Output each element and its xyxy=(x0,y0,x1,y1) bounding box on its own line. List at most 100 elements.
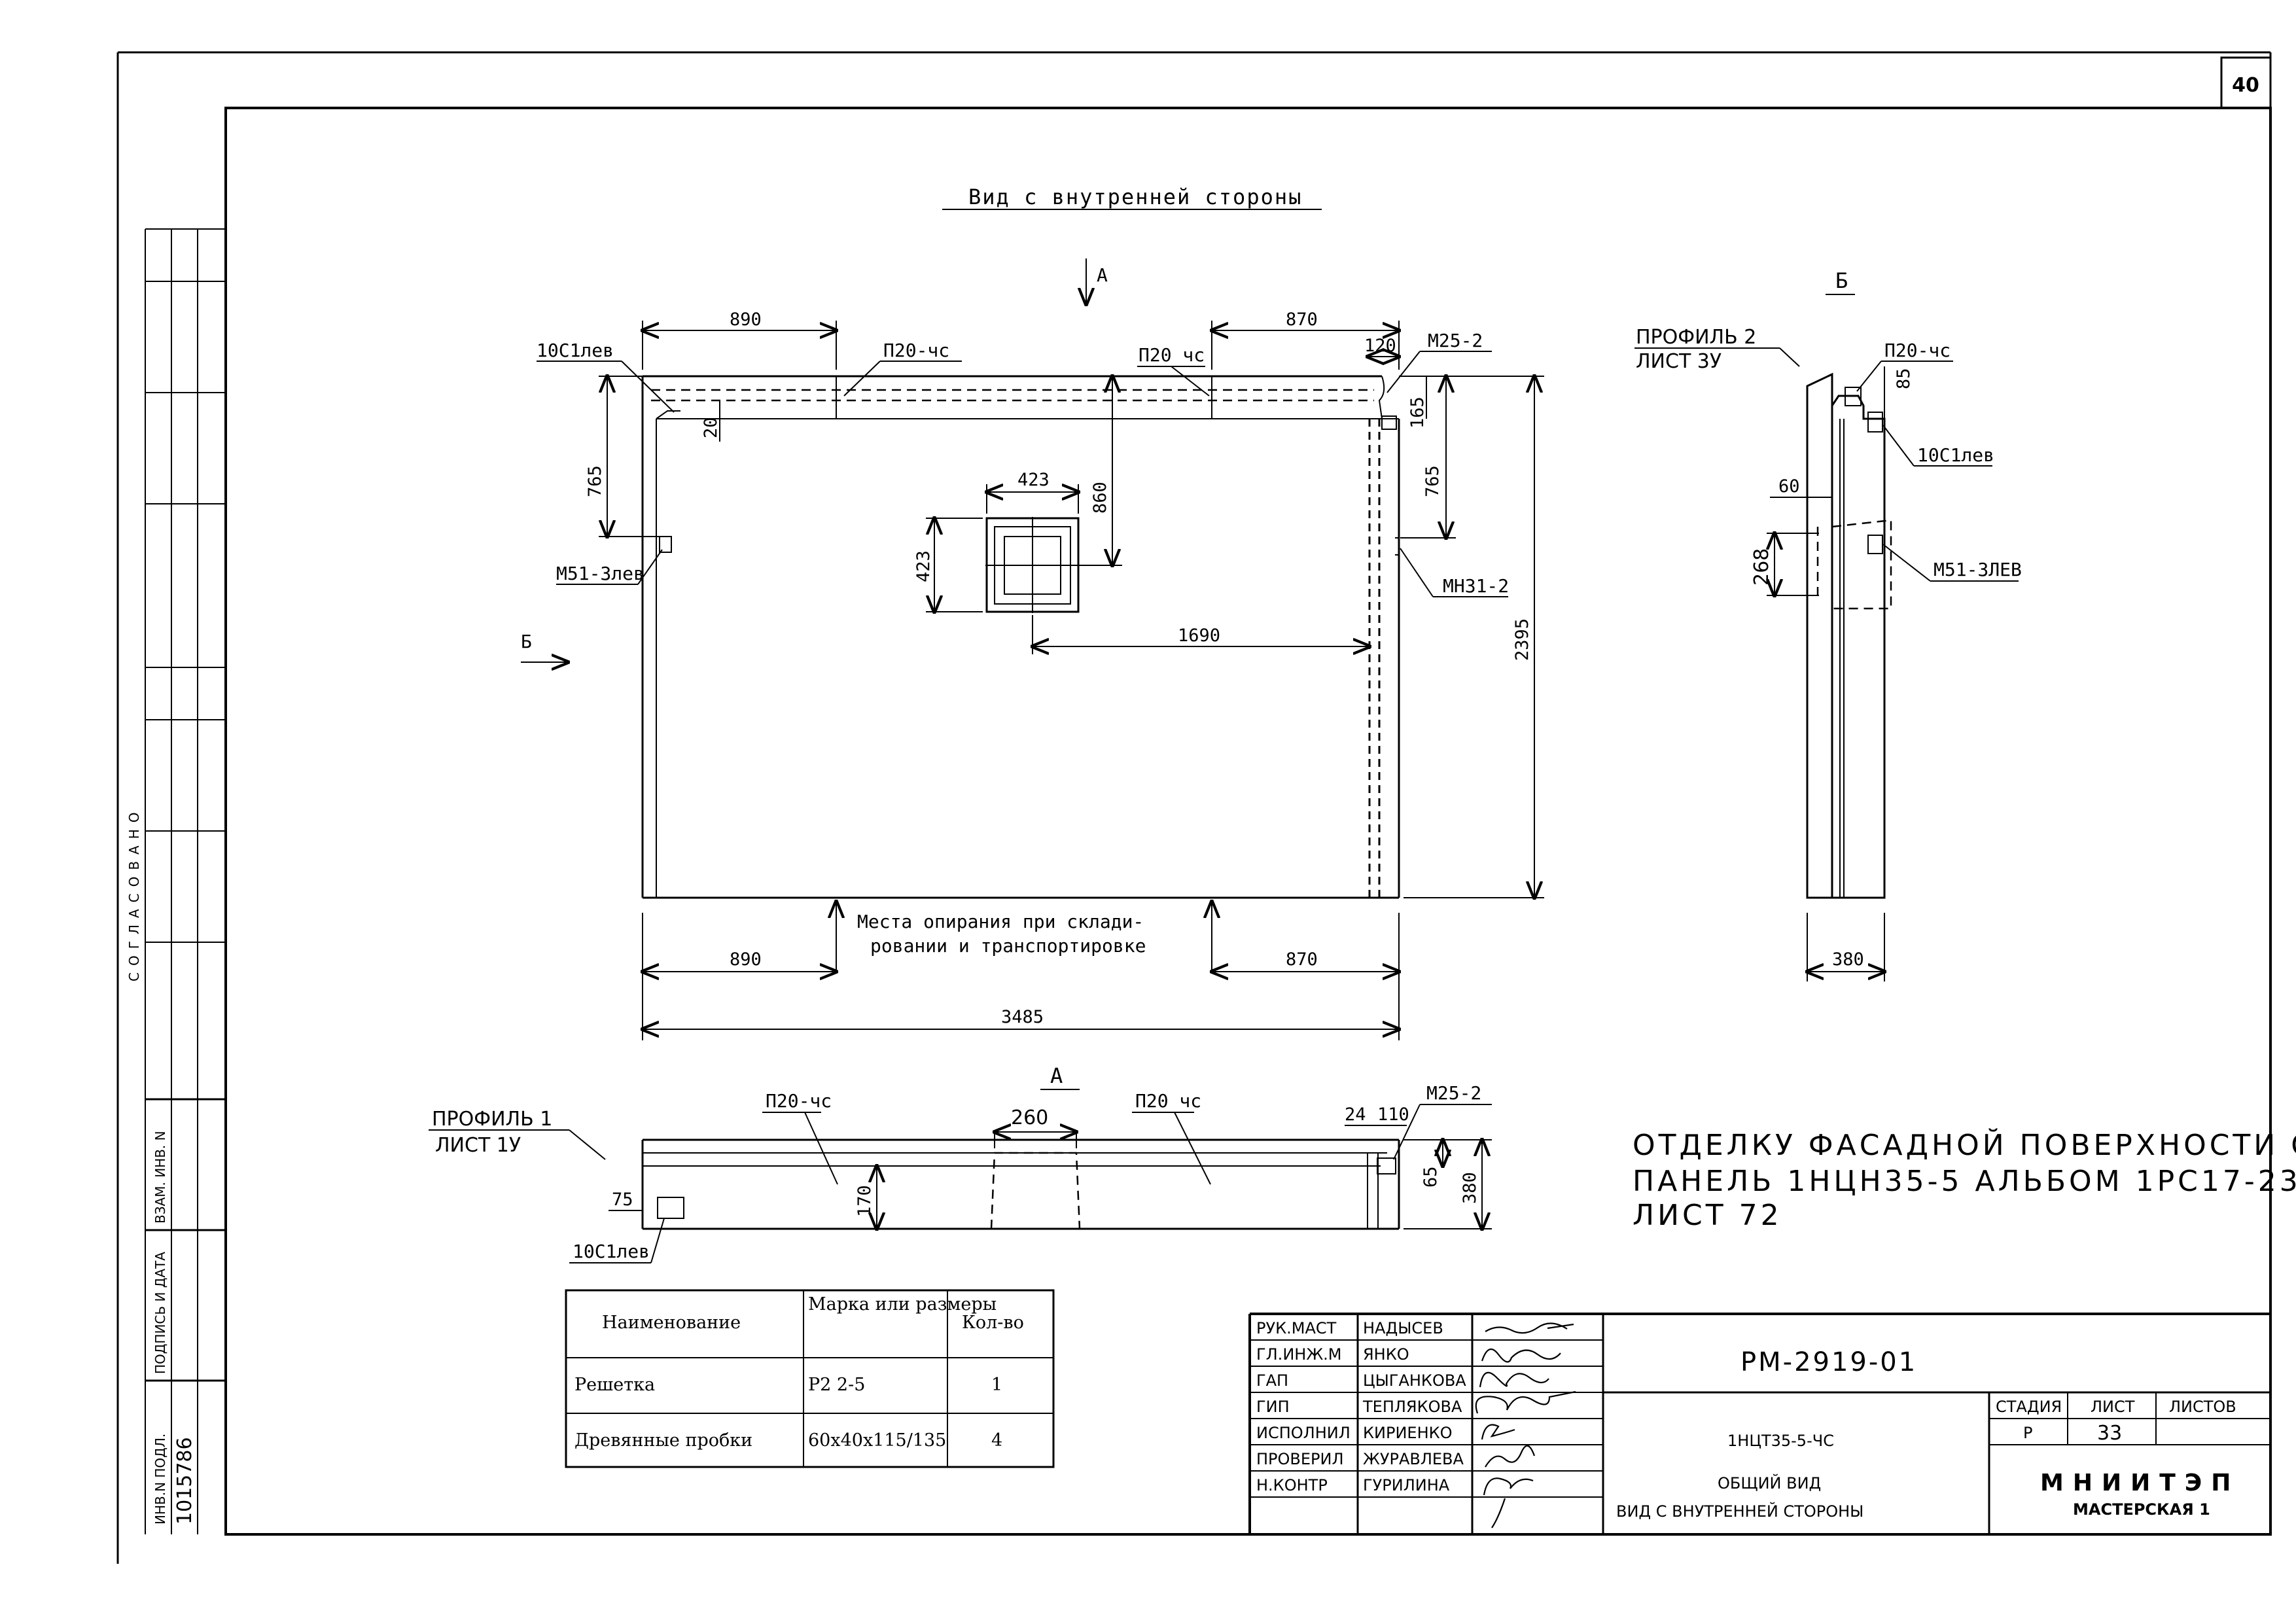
dim-v-765-right: 765 xyxy=(1422,465,1443,497)
label-top-mid-left: П20-чс xyxy=(883,340,949,361)
dim-height-2395: 2395 xyxy=(1512,618,1532,661)
staff-role-5: ИСПОЛНИЛ xyxy=(1256,1424,1351,1442)
spec-table: Наименование Марка или размеры Кол-во Ре… xyxy=(565,1289,1055,1468)
outer-frame xyxy=(116,51,2272,1564)
right-embed-plate xyxy=(1395,537,1400,556)
panel-outline xyxy=(641,375,1400,899)
staff-name-5: КИРИЕНКО xyxy=(1363,1424,1453,1442)
spec-row-2-name: Древянные пробки xyxy=(574,1430,752,1451)
sheet-number-corner: 40 xyxy=(2232,74,2259,97)
profile-dim-268: 268 xyxy=(1750,548,1773,586)
workshop: МАСТЕРСКАЯ 1 xyxy=(2073,1500,2210,1519)
dim-bottom-right: 870 xyxy=(1286,949,1318,970)
signatures xyxy=(1475,1322,1576,1528)
sheet-title-line2: ВИД С ВНУТРЕННЕЙ СТОРОНЫ xyxy=(1616,1502,1863,1521)
spec-row-1-qty: 1 xyxy=(991,1375,1002,1395)
section-a-view: А ПРОФИЛЬ 1 ЛИСТ 1У П20-чс П20 чс 260 24 xyxy=(429,1063,1492,1263)
inv-number: 1015786 xyxy=(173,1437,196,1525)
spec-header-name: Наименование xyxy=(602,1313,741,1333)
dim-v-765-left: 765 xyxy=(585,465,605,497)
section-a-ref-line2: ЛИСТ 1У xyxy=(435,1134,521,1157)
section-a-dim-24: 24 xyxy=(1345,1104,1366,1125)
profile-dim-top: 85 xyxy=(1894,368,1914,389)
spec-row-1-name: Решетка xyxy=(574,1375,655,1395)
inv-replace-label: ВЗАМ. ИНВ. N xyxy=(152,1131,168,1224)
document-code: РМ-2919-01 xyxy=(1740,1347,1917,1377)
section-a-dim-110: 110 xyxy=(1377,1104,1409,1125)
section-a-ref-line1: ПРОФИЛЬ 1 xyxy=(432,1108,552,1131)
sheet-number-box: 40 xyxy=(2220,56,2272,109)
profile-ref-line1: ПРОФИЛЬ 2 xyxy=(1636,326,1756,349)
inv-orig-label: ИНВ.N ПОДЛ. xyxy=(152,1434,168,1525)
staff-name-2: ЯНКО xyxy=(1363,1345,1409,1364)
organization: МНИИТЭП xyxy=(2040,1470,2240,1496)
label-left-embed: М51-3лев xyxy=(556,563,645,584)
title-block: РУК.МАСТ НАДЫСЕВ ГЛ.ИНЖ.М ЯНКО ГАП ЦЫГАН… xyxy=(1248,1313,2270,1534)
spec-row-1-mark: Р2 2-5 xyxy=(808,1375,865,1395)
dim-v-165: 165 xyxy=(1407,397,1428,429)
section-b-marker: Б xyxy=(521,631,532,652)
section-a-marker: А xyxy=(1097,264,1108,286)
sign-date-label: ПОДПИСЬ И ДАТА xyxy=(152,1252,168,1374)
staff-name-3: ЦЫГАНКОВА xyxy=(1363,1371,1466,1390)
spec-header-mark: Марка или размеры xyxy=(808,1294,997,1315)
staff-role-7: Н.КОНТР xyxy=(1256,1476,1328,1494)
label-corner-left: 10С1лев xyxy=(537,340,614,361)
staff-name-1: НАДЫСЕВ xyxy=(1363,1319,1443,1337)
staff-name-4: ТЕПЛЯКОВА xyxy=(1362,1398,1462,1416)
sheet-header: ЛИСТ xyxy=(2091,1398,2135,1416)
section-a-label-right: П20 чс xyxy=(1135,1090,1201,1112)
dim-hole-1690: 1690 xyxy=(1178,626,1220,646)
left-embed-plate xyxy=(659,536,672,553)
section-a-label-left: П20-чс xyxy=(766,1090,832,1112)
section-a-label-corner: М25-2 xyxy=(1426,1082,1481,1104)
profile-label-10c1: 10С1лев xyxy=(1917,444,1994,466)
section-a-dim-75: 75 xyxy=(612,1190,633,1210)
dim-hole-860: 860 xyxy=(1090,482,1110,514)
staff-role-1: РУК.МАСТ xyxy=(1256,1319,1337,1337)
approved-label: СОГЛАСОВАНО xyxy=(126,805,142,981)
stage-value: Р xyxy=(2023,1424,2032,1442)
support-note-line1: Места опирания при склади- xyxy=(857,911,1144,932)
stage-header: СТАДИЯ xyxy=(1996,1398,2062,1416)
profile-label-m51: М51-3ЛЕВ xyxy=(1934,559,2022,580)
profile-section-title: Б xyxy=(1835,268,1848,293)
dim-top-left: 890 xyxy=(730,309,762,330)
staff-name-6: ЖУРАВЛЕВА xyxy=(1363,1450,1464,1468)
dim-top-right: 870 xyxy=(1286,309,1318,330)
main-view: Вид с внутренней стороны А Б xyxy=(521,185,1544,1040)
dim-total-width: 3485 xyxy=(1001,1007,1044,1027)
dim-hole-w: 423 xyxy=(1017,470,1050,490)
finish-note: ОТДЕЛКУ ФАСАДНОЙ ПОВЕРХНОСТИ СМ ПАНЕЛЬ 1… xyxy=(1633,1127,2296,1232)
section-a-label-bottom-left: 10С1лев xyxy=(573,1241,650,1262)
staff-role-6: ПРОВЕРИЛ xyxy=(1256,1450,1344,1468)
finish-note-line2: ПАНЕЛЬ 1НЦН35-5 АЛЬБОМ 1РС17-23 xyxy=(1633,1165,2296,1198)
dim-top-120: 120 xyxy=(1364,336,1396,356)
profile-dim-width: 380 xyxy=(1832,949,1864,970)
profile-ref-line2: ЛИСТ 3У xyxy=(1636,350,1722,373)
right-corner-plate xyxy=(1381,415,1397,430)
section-a-dim-170: 170 xyxy=(855,1185,875,1217)
finish-note-line3: ЛИСТ 72 xyxy=(1633,1199,1782,1232)
section-a-dim-65: 65 xyxy=(1421,1166,1441,1188)
dim-bottom-left: 890 xyxy=(730,949,762,970)
section-a-title: А xyxy=(1050,1063,1063,1088)
main-view-title: Вид с внутренней стороны xyxy=(968,185,1302,209)
label-top-mid-right: П20 чс xyxy=(1139,344,1205,366)
staff-role-2: ГЛ.ИНЖ.М xyxy=(1256,1345,1342,1364)
label-right-embed: МН31-2 xyxy=(1443,575,1509,597)
label-corner-right: М25-2 xyxy=(1428,330,1483,351)
spec-row-2-mark: 60х40х115/135 xyxy=(808,1430,946,1451)
sheet-value: 33 xyxy=(2097,1422,2122,1445)
dim-v-20: 20 xyxy=(701,417,721,438)
section-a-dim-380: 380 xyxy=(1460,1172,1480,1204)
staff-role-4: ГИП xyxy=(1256,1398,1290,1416)
dim-hole-h: 423 xyxy=(913,550,934,582)
grating-opening xyxy=(985,517,1080,613)
spec-row-2-qty: 4 xyxy=(991,1430,1002,1451)
side-strip: СОГЛАСОВАНО ВЗАМ. ИНВ. N ПОДПИСЬ И ДАТА … xyxy=(126,228,226,1534)
support-note-line2: ровании и транспортировке xyxy=(870,935,1146,957)
sheet-title-line1: ОБЩИЙ ВИД xyxy=(1718,1474,1821,1492)
staff-role-3: ГАП xyxy=(1256,1371,1288,1390)
